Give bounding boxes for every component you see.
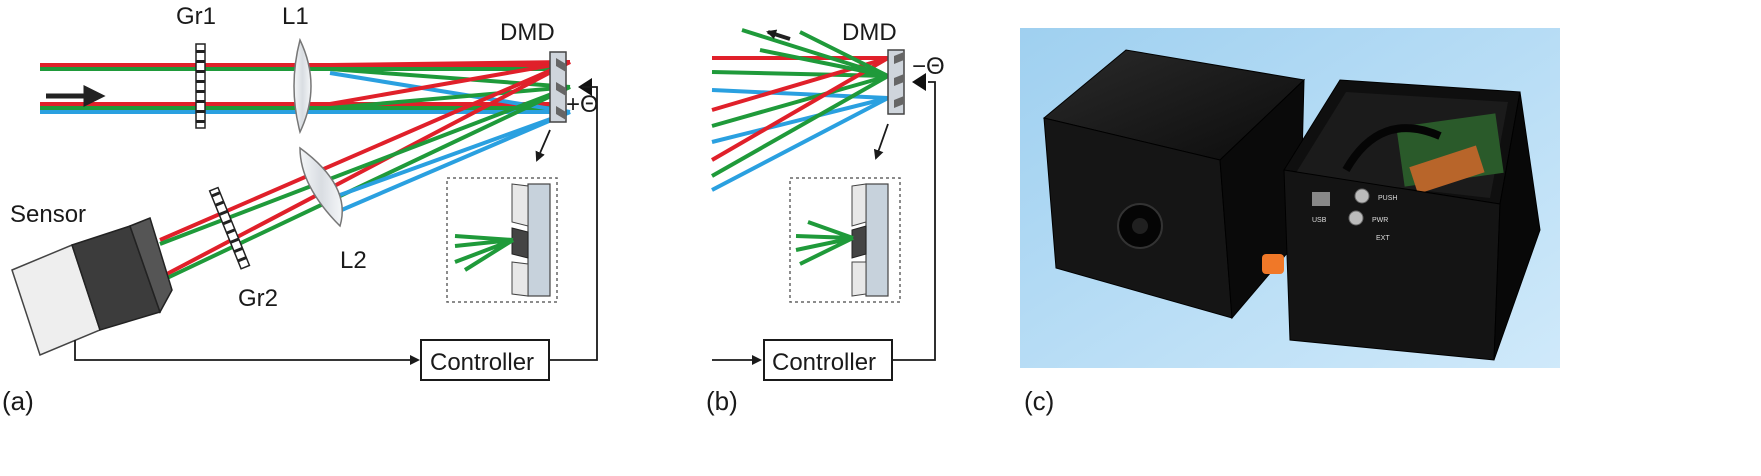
lens-1-label: L1 [282,3,309,30]
open-enclosure: USB PUSH PWR EXT [1283,79,1541,361]
input-arrow-icon [46,84,106,108]
button-icon-top [1354,188,1370,204]
dmd-mirror [549,51,567,123]
port-label-mid: PWR [1372,217,1388,224]
grating-1-label: Gr1 [176,3,216,30]
tilt-arrow-icon-b [912,73,926,91]
sensor-label: Sensor [10,201,86,228]
dmd-mirror-b [887,49,905,115]
angle-label-a: +Θ [566,91,599,118]
dmd-detail-inset-b [789,177,901,303]
lens-2 [299,146,343,228]
sensor-camera [11,217,173,357]
controller-label-b: Controller [772,349,876,376]
orange-connector [1262,254,1284,274]
controller-box-a [420,339,550,381]
button-icon-mid [1348,210,1364,226]
port-label-right: EXT [1376,235,1390,242]
controller-box-b [763,339,893,381]
port-label-usb: USB [1312,217,1327,224]
sensor-to-controller-wire [74,340,420,365]
controller-to-dmd-wire-b [892,81,936,361]
panel-b: DMD −Θ Controller (b) [706,19,945,416]
panel-a: Gr1 L1 DMD +Θ L2 Gr2 Sensor [2,3,599,416]
output-arrow-icon [766,29,791,41]
angle-label-b: −Θ [912,53,945,80]
controller-to-dmd-wire [549,86,598,361]
grating-1 [195,43,206,129]
ribbon-cable [1409,145,1485,194]
grating-2 [208,186,251,270]
dmd-detail-inset [446,177,558,303]
grating-2-label: Gr2 [238,285,278,312]
controller-label-a: Controller [430,349,534,376]
lens-1 [293,37,312,135]
port-label-top: PUSH [1378,195,1397,202]
panel-b-rays [710,28,890,192]
panel-c-label: (c) [1024,386,1054,416]
lens-2-label: L2 [340,247,367,274]
dmd-label-b: DMD [842,19,897,46]
inset-pointer-b [873,123,889,160]
dmd-label-a: DMD [500,19,555,46]
usb-cable [1342,124,1442,172]
panel-a-label: (a) [2,386,34,416]
panel-b-label: (b) [706,386,738,416]
usb-port-icon [1312,192,1330,206]
inset-pointer [535,129,551,162]
closed-enclosure [1042,49,1306,320]
panel-c: USB PUSH PWR EXT (c) [1020,28,1560,416]
